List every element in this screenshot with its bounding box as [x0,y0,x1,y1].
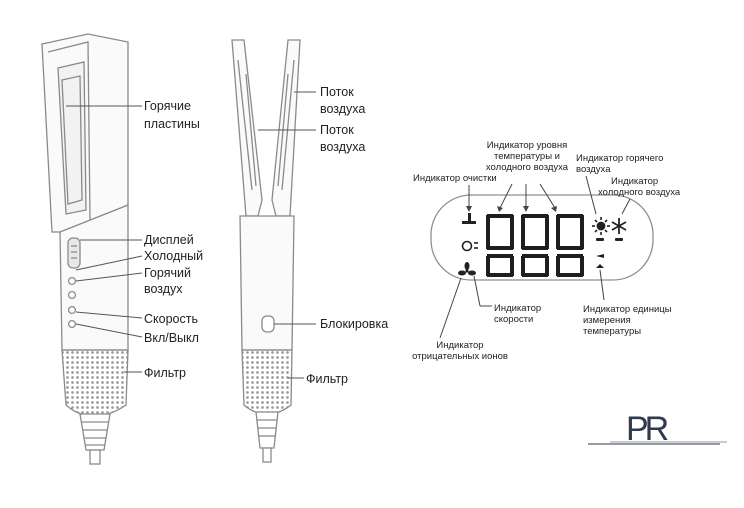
label-power: Вкл/Выкл [144,331,199,345]
label-airflow-b-line2: воздуха [320,140,366,154]
label-display: Дисплей [144,233,194,247]
label-cleaning: Индикатор очистки [413,173,497,184]
panel-leader-lines [439,175,631,339]
ion-icon [461,240,478,252]
label-level-line3: холодного воздуха [485,162,569,173]
label-filter-right: Фильтр [306,372,348,386]
label-speed-indicator-line2: скорости [494,314,534,325]
panel-arrowheads [466,206,557,212]
sun-icon [592,217,610,235]
unit-markers [596,254,604,268]
label-hot-indicator-line2: воздуха [576,164,611,175]
right-device-illustration [231,39,301,463]
label-unit-indicator-line2: измерения [583,315,631,326]
label-cold-indicator-line2: холодного воздуха [598,187,681,198]
label-hot-plates-line2: пластины [144,117,200,131]
display-panel [430,194,654,281]
label-cold-indicator-line1: Индикатор [611,176,659,187]
label-hot-air-line2: воздух [144,282,183,296]
label-unit-indicator-line1: Индикатор единицы [583,304,672,315]
label-level-line2: температуры и [493,151,560,162]
left-leader-lines [66,105,143,373]
label-hot-plates-line1: Горячие [144,99,191,113]
cleaning-icon [462,213,476,224]
label-airflow-b-line1: Поток [320,123,354,137]
level-bars [596,238,623,241]
right-leader-lines [258,91,316,379]
label-ion-indicator-line1: Индикатор [436,340,484,351]
label-cold: Холодный [144,249,204,263]
label-unit-indicator-line3: температуры [583,326,642,337]
digit-display [486,214,584,277]
label-filter-left: Фильтр [144,366,186,380]
brand-logo: PR [588,410,727,448]
label-ion-indicator-line2: отрицательных ионов [412,351,508,362]
label-airflow-a-line1: Поток [320,85,354,99]
fan-icon [458,262,476,276]
label-hot-air-line1: Горячий [144,266,191,280]
label-speed: Скорость [144,312,198,326]
label-lock: Блокировка [320,317,389,331]
logo-mark: PR [626,410,668,448]
label-level-line1: Индикатор уровня [486,140,568,151]
label-hot-indicator-line1: Индикатор горячего [576,153,664,164]
snowflake-icon [611,218,627,234]
left-device-illustration [41,33,129,465]
label-speed-indicator-line1: Индикатор [494,303,542,314]
label-airflow-a-line2: воздуха [320,102,366,116]
